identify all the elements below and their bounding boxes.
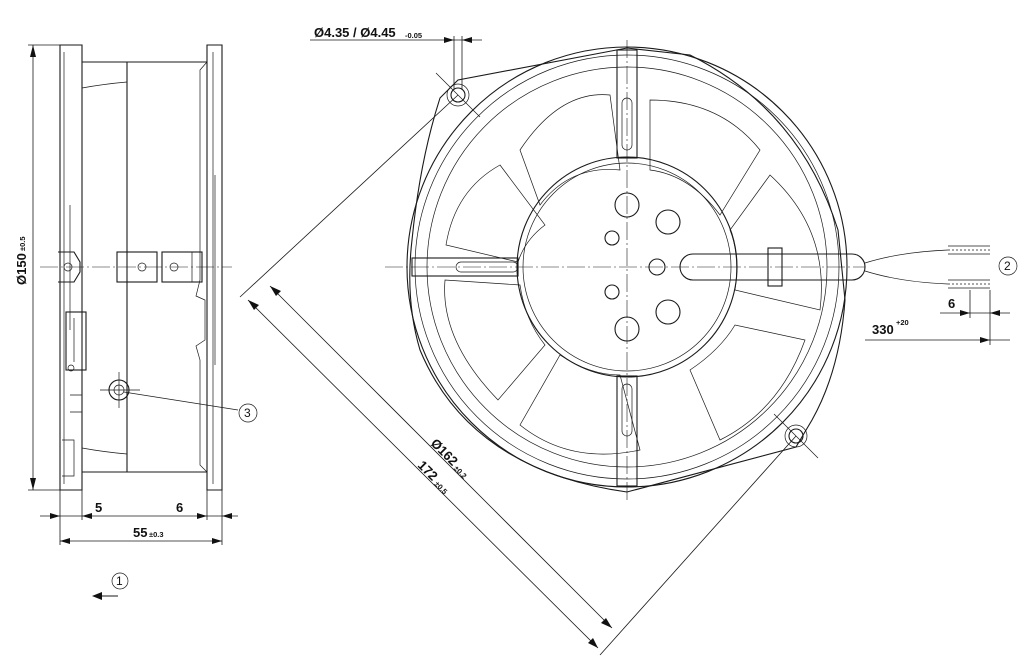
strip-length-dimension: 6	[948, 296, 955, 311]
callout-ground-screw-number: 3	[244, 406, 251, 420]
depth-55-tolerance: ±0.3	[149, 530, 164, 539]
lead-length-tolerance: +20	[896, 318, 909, 327]
callout-lead-wires: 2	[998, 256, 1018, 276]
offset-5-dimension: 5	[95, 500, 102, 515]
callout-ground-screw: 3	[238, 403, 258, 423]
side-view	[28, 44, 239, 600]
mount-hole-dimension: Ø4.35 / Ø4.45	[314, 25, 396, 40]
lead-length-dimension: 330	[872, 322, 894, 337]
callout-airflow: 1	[111, 572, 129, 590]
callout-lead-wires-number: 2	[1004, 259, 1011, 273]
depth-55-dimension: 55	[133, 525, 147, 540]
diagonal-172-tolerance: ±0.5	[433, 479, 450, 496]
diameter-150-tolerance: ±0.5	[18, 236, 27, 251]
mount-hole-tolerance: -0.05	[405, 31, 422, 40]
callout-airflow-number: 1	[116, 574, 123, 588]
front-view	[239, 36, 1010, 656]
diagonal-172-dimension: 172	[415, 458, 441, 484]
diameter-150-dimension: Ø150	[14, 253, 29, 285]
diagonal-162-tolerance: ±0.2	[452, 464, 469, 481]
offset-6-dimension: 6	[176, 500, 183, 515]
